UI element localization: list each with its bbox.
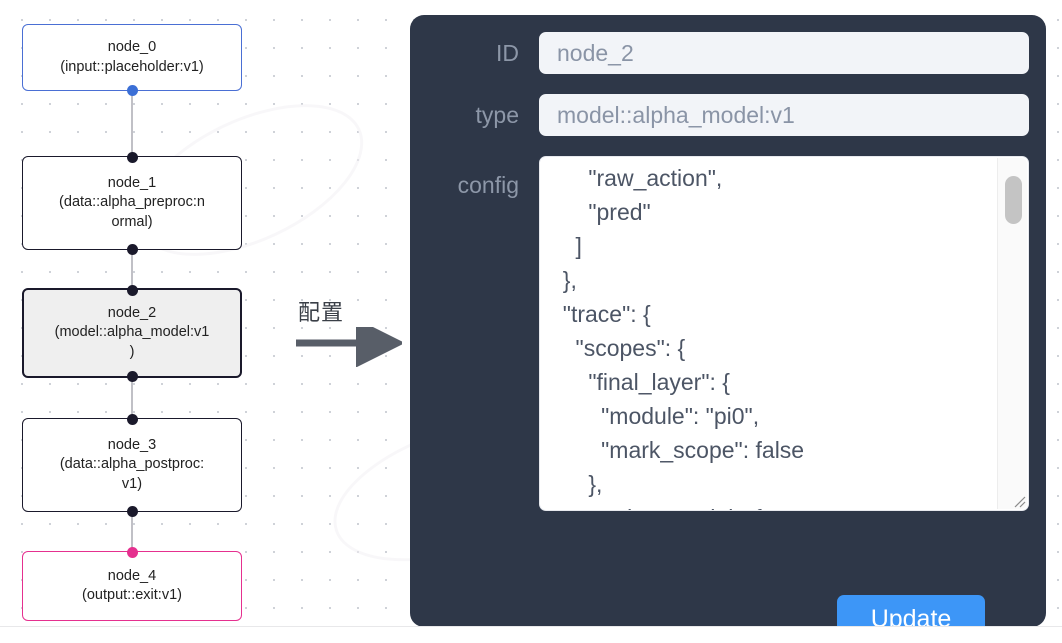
node-handle-bottom[interactable] [126, 243, 138, 255]
canvas-bottom-margin [0, 627, 1062, 643]
field-row-type: type [427, 94, 1029, 136]
node-handle-bottom[interactable] [126, 370, 138, 382]
config-scrollbar-thumb[interactable] [1005, 176, 1022, 224]
node-title: node_1 [107, 175, 157, 192]
arrow-annotation: 配置 [292, 295, 405, 375]
id-label: ID [496, 39, 519, 66]
id-input[interactable] [539, 32, 1029, 74]
node-subtitle: (output::exit:v1) [82, 587, 182, 603]
node-handle-top[interactable] [126, 284, 138, 296]
flow-node-node_2[interactable]: node_2 (model::alpha_model:v1 ) [22, 284, 242, 382]
resize-grip-icon[interactable] [1010, 492, 1026, 508]
node-subtitle2: ) [129, 343, 135, 360]
node-handle-bottom[interactable] [126, 84, 138, 96]
node-handle-top[interactable] [126, 413, 138, 425]
flow-node-node_1[interactable]: node_1 (data::alpha_preproc:n ormal) [22, 151, 242, 255]
node-title: node_3 [107, 437, 157, 454]
node-handle-top[interactable] [126, 151, 138, 163]
field-row-config: config "raw_action", "pred" ] }, "trace"… [427, 156, 1029, 511]
annotation-label: 配置 [298, 301, 345, 326]
node-subtitle: (input::placeholder:v1) [60, 58, 204, 75]
config-textarea-wrap: "raw_action", "pred" ] }, "trace": { "sc… [539, 156, 1029, 511]
config-textarea[interactable]: "raw_action", "pred" ] }, "trace": { "sc… [539, 156, 1029, 511]
flow-node-node_3[interactable]: node_3 (data::alpha_postproc: v1) [22, 413, 242, 517]
node-subtitle2: ormal) [111, 213, 153, 230]
right-arrow-icon [296, 318, 405, 368]
field-row-id: ID [427, 32, 1029, 74]
node-subtitle: (model::alpha_model:v1 [54, 324, 210, 341]
node-subtitle: (data::alpha_preproc:n [59, 194, 205, 211]
node-handle-bottom[interactable] [126, 505, 138, 517]
config-panel: ID type config "raw_action", "pred" ] },… [410, 15, 1046, 643]
config-scrollbar[interactable] [997, 158, 1027, 509]
type-label: type [475, 101, 519, 128]
config-label: config [457, 172, 519, 198]
flow-node-node_0[interactable]: node_0 (input::placeholder:v1) [22, 24, 242, 96]
node-title: node_0 [107, 39, 157, 56]
flow-node-node_4[interactable]: node_4 (output::exit:v1) [22, 546, 242, 621]
node-subtitle: (data::alpha_postproc: [59, 456, 205, 473]
node-title: node_2 [107, 305, 157, 322]
node-title: node_4 [107, 567, 157, 584]
canvas-bottom-rule [0, 626, 1062, 627]
node-handle-top[interactable] [126, 546, 138, 558]
type-input[interactable] [539, 94, 1029, 136]
node-subtitle2: v1) [121, 475, 143, 492]
